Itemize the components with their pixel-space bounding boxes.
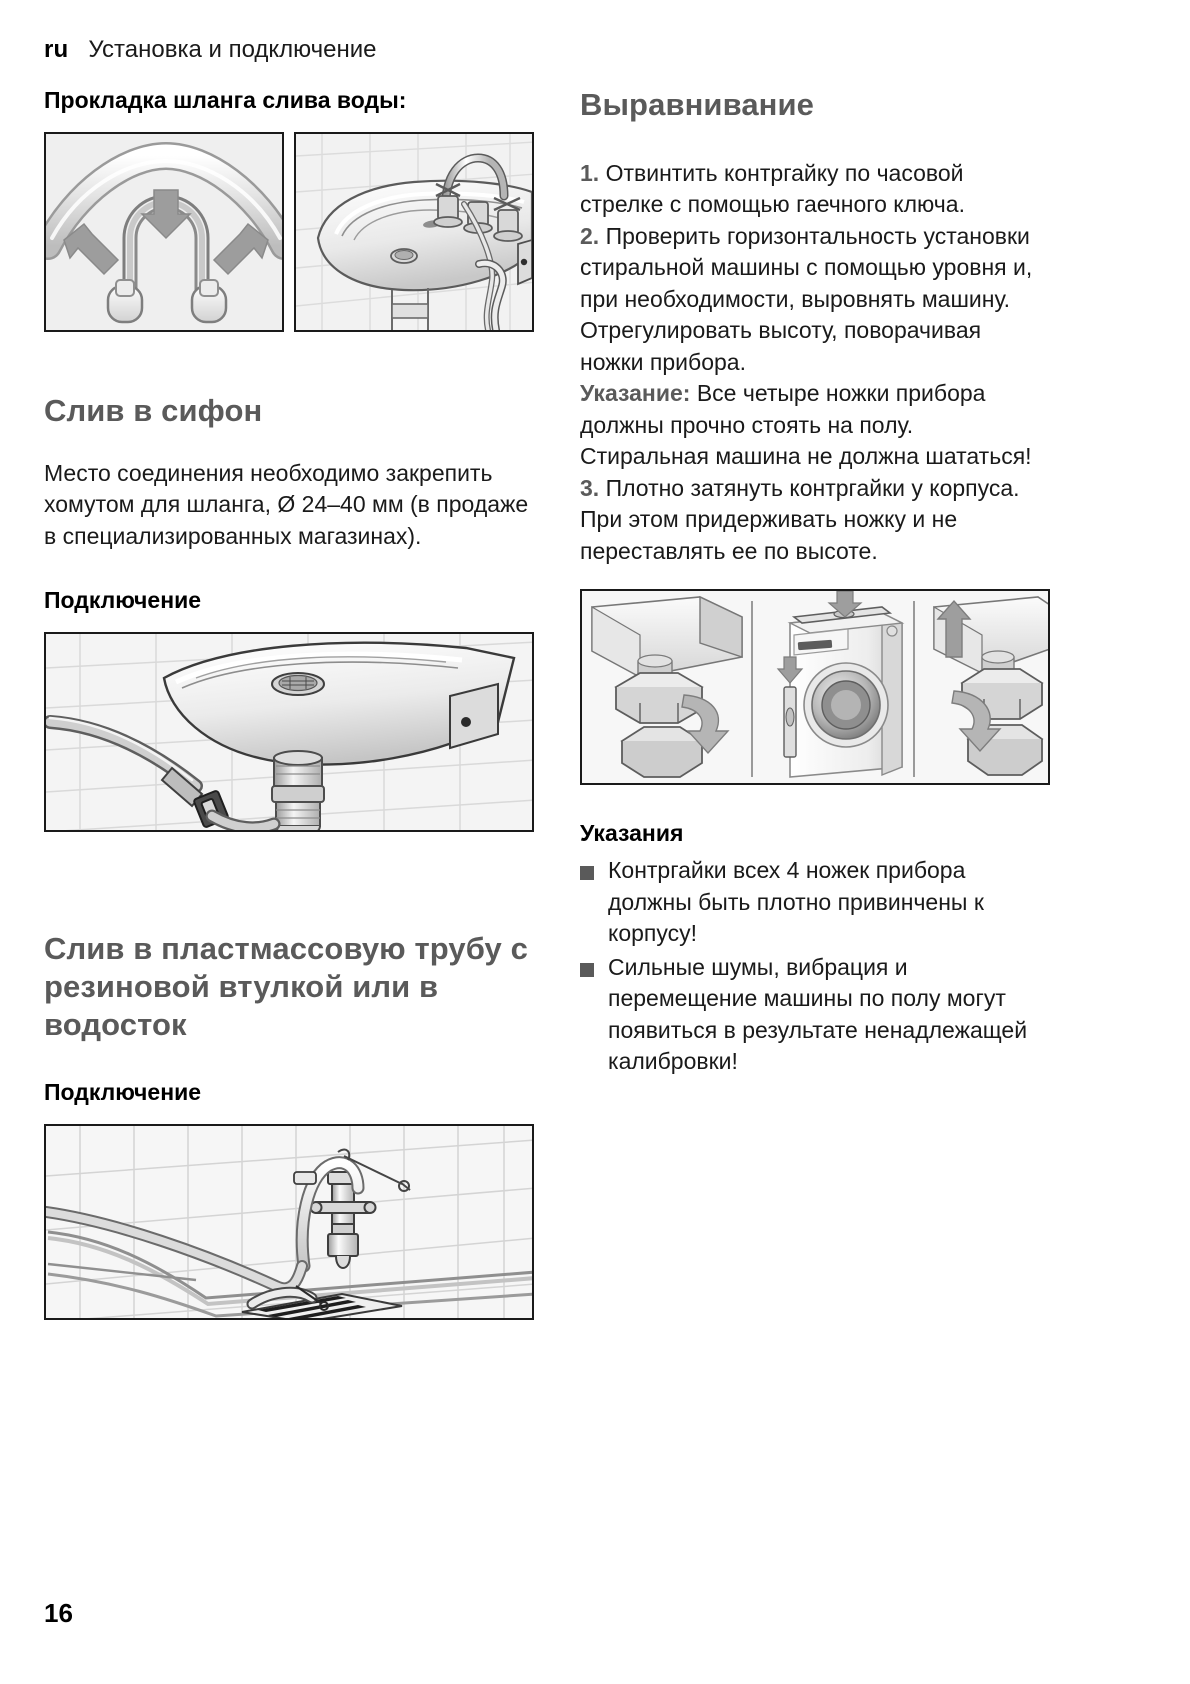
note-item-text: Контргайки всех 4 ножек прибора должны б…: [608, 857, 984, 947]
plastic-pipe-heading: Слив в пластмассовую трубу с резиновой в…: [44, 931, 528, 1043]
leveling-heading: Выравнивание: [580, 87, 814, 122]
language-code: ru: [44, 36, 69, 63]
connection-heading-siphon: Подключение: [44, 587, 202, 614]
breadcrumb: Установка и подключение: [88, 36, 377, 63]
connection-heading-drain: Подключение: [44, 1078, 202, 1105]
notes-heading: Указания: [580, 820, 684, 847]
siphon-body-text: Место соединения необходимо закрепить хо…: [44, 459, 529, 549]
page-number: 16: [44, 1598, 73, 1628]
right-column: Выравнивание 1. Отвинтить контргайку по …: [580, 86, 1050, 1080]
figure-leveling: [580, 589, 1050, 786]
panel-foot-tighten: [933, 596, 1048, 777]
step-3-number: 3.: [580, 474, 600, 501]
list-item: Сильные шумы, вибрация и перемещение маш…: [580, 952, 1050, 1078]
square-bullet-icon: [580, 962, 594, 977]
square-bullet-icon: [580, 866, 594, 881]
left-column: Прокладка шланга слива воды:: [44, 86, 534, 1320]
list-item: Контргайки всех 4 ножек прибора должны б…: [580, 855, 1050, 950]
siphon-connection-illustration: [46, 634, 532, 831]
panel-foot-loosen: [591, 596, 743, 779]
leveling-step-1: 1. Отвинтить контргайку по часовой стрел…: [580, 158, 1050, 221]
hose-routing-figure-row: [44, 132, 534, 333]
washbasin-faucet-illustration: [296, 134, 532, 331]
hose-clip-illustration: [46, 134, 282, 331]
figure-siphon-connection: [44, 632, 534, 833]
figure-hose-clip: [44, 132, 284, 333]
page-header: ru Установка и подключение: [44, 36, 1144, 70]
siphon-heading: Слив в сифон: [44, 393, 263, 429]
leveling-illustration: [582, 591, 1048, 784]
hose-routing-heading: Прокладка шланга слива воды:: [44, 87, 407, 113]
figure-washbasin-faucet: [294, 132, 534, 333]
leveling-step-3: 3. Плотно затянуть контргайки у корпуса.…: [580, 473, 1050, 568]
note-item-text: Сильные шумы, вибрация и перемещение маш…: [608, 953, 1028, 1075]
panel-machine-level: [776, 591, 905, 779]
drain-connection-illustration: [46, 1125, 532, 1318]
leveling-warning: Стиральная машина не должна шататься!: [580, 443, 1032, 470]
leveling-note: Указание: Все четыре ножки прибора должн…: [580, 378, 1050, 441]
step-2-text: Проверить горизонтальность установки сти…: [580, 222, 1033, 375]
step-2-number: 2.: [580, 222, 600, 249]
figure-drain-connection: [44, 1123, 534, 1320]
step-3-text: Плотно затянуть контргайки у корпуса. Пр…: [580, 474, 1020, 564]
step-1-text: Отвинтить контргайку по часовой стрелке …: [580, 159, 965, 218]
note-text: Все четыре ножки прибора должны прочно с…: [580, 380, 986, 438]
note-label: Указание:: [580, 380, 691, 407]
leveling-step-2: 2. Проверить горизонтальность установки …: [580, 221, 1050, 379]
step-1-number: 1.: [580, 159, 600, 186]
notes-list: Контргайки всех 4 ножек прибора должны б…: [580, 855, 1050, 1078]
